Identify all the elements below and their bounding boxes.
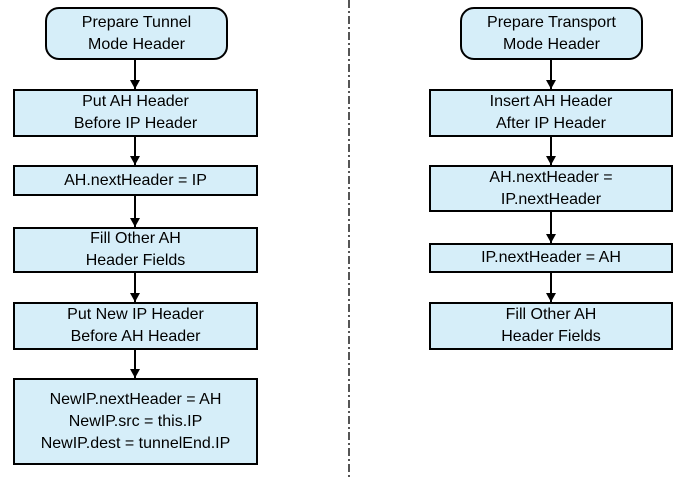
flow-node-ah-nextheader-equals-ip-nextheader: AH.nextHeader = IP.nextHeader <box>429 165 673 212</box>
flow-node-put-new-ip-header-before-ah-header: Put New IP Header Before AH Header <box>13 302 258 350</box>
flow-node-ip-nextheader-equals-ah: IP.nextHeader = AH <box>429 243 673 273</box>
node-text-line: Fill Other AH <box>505 306 597 323</box>
node-text-line: NewIP.nextHeader = AH <box>49 390 222 408</box>
dashed-separator-line <box>348 0 350 479</box>
arrow-down-icon <box>550 137 552 165</box>
arrow-down-icon <box>550 212 552 243</box>
flow-node-newip-assignments: NewIP.nextHeader = AH NewIP.src = this.I… <box>13 378 258 465</box>
node-text-line: Prepare Tunnel <box>81 13 192 31</box>
arrow-down-icon <box>134 137 136 165</box>
arrow-down-icon <box>134 60 136 89</box>
node-text-line: Put New IP Header <box>67 306 204 323</box>
node-text-line: Prepare Transport <box>487 13 616 31</box>
node-text-line: Mode Header <box>503 35 600 53</box>
node-text-line: Put AH Header <box>82 93 189 110</box>
node-text-line: IP.nextHeader = AH <box>481 249 621 266</box>
node-text-line: Before IP Header <box>73 115 198 132</box>
node-text-line: Mode Header <box>88 35 185 53</box>
node-text-line: IP.nextHeader <box>500 190 602 208</box>
node-text-line: After IP Header <box>496 115 606 132</box>
node-text-line: Header Fields <box>501 328 601 345</box>
node-text-line: AH.nextHeader = <box>489 168 613 186</box>
flow-node-insert-ah-header-after-ip-header: Insert AH Header After IP Header <box>429 89 673 137</box>
flow-node-ah-nextheader-equals-ip: AH.nextHeader = IP <box>13 165 258 196</box>
flow-node-fill-other-ah-header-fields-transport: Fill Other AH Header Fields <box>429 302 673 350</box>
arrow-down-icon <box>550 273 552 302</box>
node-text-line: AH.nextHeader = IP <box>64 171 207 189</box>
arrow-down-icon <box>134 273 136 302</box>
flow-node-fill-other-ah-header-fields-tunnel: Fill Other AH Header Fields <box>13 227 258 273</box>
node-text-line: Before AH Header <box>70 328 201 345</box>
node-text-line: Insert AH Header <box>489 93 613 110</box>
arrow-down-icon <box>134 196 136 227</box>
flow-node-prepare-transport-mode-header: Prepare Transport Mode Header <box>460 7 643 60</box>
node-text-line: NewIP.dest = tunnelEnd.IP <box>40 434 231 452</box>
arrow-down-icon <box>550 60 552 89</box>
flow-node-put-ah-header-before-ip-header: Put AH Header Before IP Header <box>13 89 258 137</box>
node-text-line: Fill Other AH <box>90 230 181 247</box>
flow-node-prepare-tunnel-mode-header: Prepare Tunnel Mode Header <box>45 7 228 60</box>
arrow-down-icon <box>134 350 136 378</box>
node-text-line: Header Fields <box>85 252 186 269</box>
node-text-line: NewIP.src = this.IP <box>68 412 203 430</box>
